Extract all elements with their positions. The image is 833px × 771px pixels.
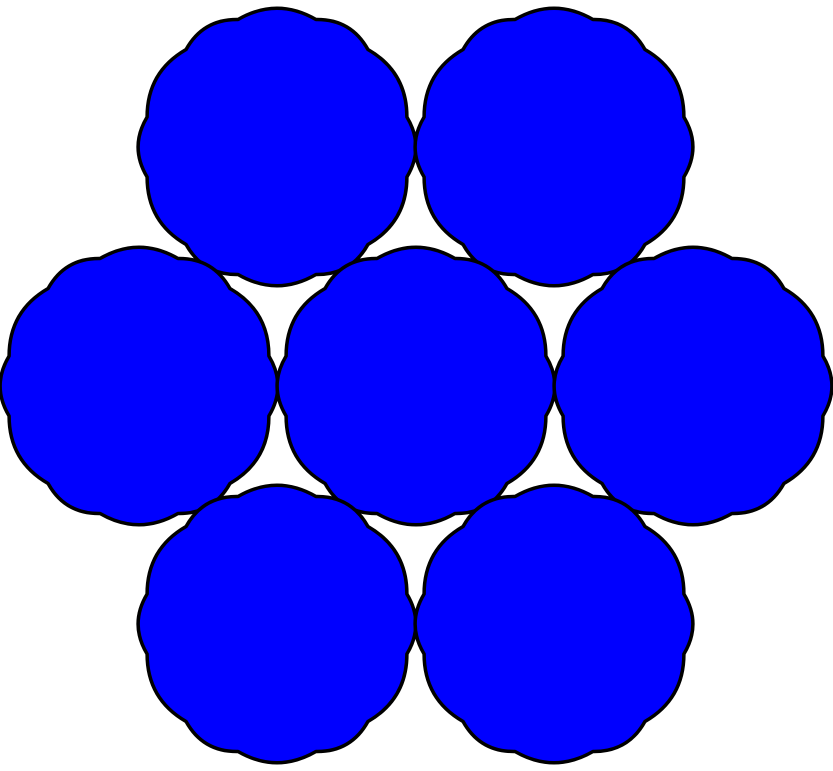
hexagon-cell-bottom-left — [136, 483, 418, 765]
hexagon-cells-group — [0, 6, 833, 765]
hexagon-cell-middle-right — [552, 245, 833, 527]
hexagon-cell-center — [275, 245, 557, 527]
hexagon-cell-bottom-right — [413, 483, 695, 765]
hexagon-cell-top-right — [413, 6, 695, 288]
hexagon-cell-top-left — [136, 6, 418, 288]
hexagon-cell-middle-left — [0, 245, 280, 527]
